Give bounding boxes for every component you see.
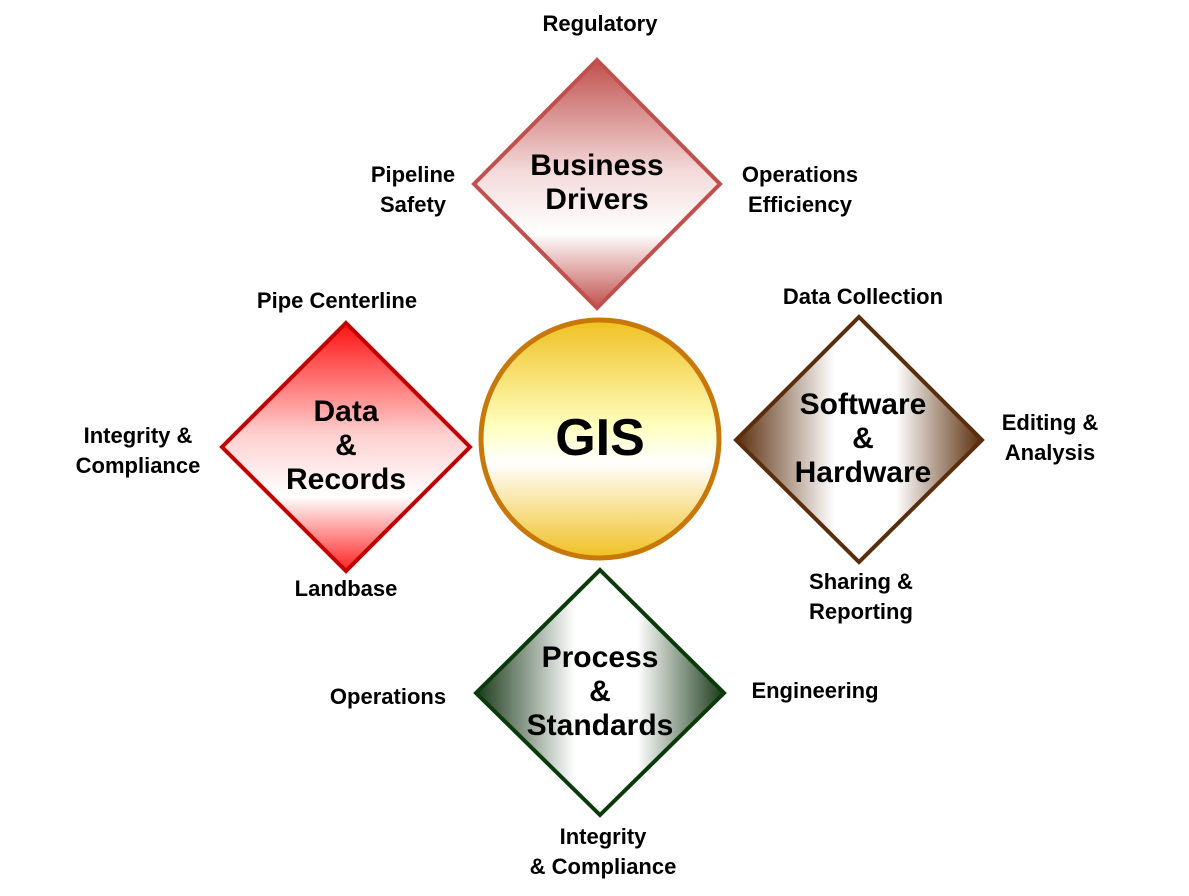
label-editing-analysis-line1: Editing &	[1001, 410, 1099, 435]
business-drivers-diamond	[471, 57, 723, 311]
label-editing-analysis-line2: Analysis	[1004, 440, 1096, 465]
business-drivers-title-line2: Drivers	[545, 183, 649, 216]
process-standards-title: Process & Standards	[500, 641, 700, 743]
label-operations: Operations	[329, 684, 447, 709]
software-hardware-diamond	[733, 314, 985, 565]
gis-circle	[478, 317, 722, 561]
data-records-title: Data & Records	[256, 395, 436, 497]
business-drivers-title-line1: Business	[530, 149, 664, 182]
label-sharing-reporting-line2: Reporting	[809, 599, 913, 624]
process-standards-diamond	[473, 567, 727, 818]
label-operations-efficiency: Operations Efficiency	[720, 160, 880, 220]
label-integrity-compliance-left-line1: Integrity &	[83, 423, 193, 448]
label-operations-efficiency-line1: Operations	[741, 162, 859, 187]
label-regulatory: Regulatory	[542, 11, 658, 36]
label-pipe-centerline: Pipe Centerline	[256, 288, 418, 313]
label-sharing-reporting: Sharing & Reporting	[786, 567, 936, 627]
label-integrity-compliance-bottom-line2: & Compliance	[529, 854, 677, 879]
software-hardware-title-line3: Hardware	[794, 456, 932, 489]
label-pipeline-safety-line1: Pipeline	[370, 162, 456, 187]
data-records-diamond	[219, 320, 473, 574]
process-standards-title-line2: &	[589, 675, 611, 708]
label-integrity-compliance-bottom: Integrity & Compliance	[503, 822, 703, 882]
label-sharing-reporting-line1: Sharing &	[809, 569, 913, 594]
label-pipeline-safety-line2: Safety	[379, 192, 447, 217]
process-standards-title-line3: Standards	[526, 709, 674, 742]
label-data-collection: Data Collection	[782, 284, 944, 309]
data-records-title-line2: &	[335, 429, 357, 462]
software-hardware-title-line2: &	[852, 422, 874, 455]
label-pipeline-safety: Pipeline Safety	[343, 160, 483, 220]
label-integrity-compliance-left: Integrity & Compliance	[58, 421, 218, 481]
data-records-title-line3: Records	[285, 463, 407, 496]
label-engineering: Engineering	[751, 678, 879, 703]
software-hardware-title-line1: Software	[799, 388, 927, 421]
gis-title: GIS	[555, 409, 645, 467]
label-editing-analysis: Editing & Analysis	[980, 408, 1120, 468]
label-integrity-compliance-left-line2: Compliance	[75, 453, 201, 478]
label-integrity-compliance-bottom-line1: Integrity	[559, 824, 647, 849]
label-operations-efficiency-line2: Efficiency	[748, 192, 852, 217]
data-records-title-line1: Data	[313, 395, 379, 428]
business-drivers-title: Business Drivers	[497, 149, 697, 217]
process-standards-title-line1: Process	[541, 641, 659, 674]
label-landbase: Landbase	[294, 576, 398, 601]
software-hardware-title: Software & Hardware	[763, 388, 963, 490]
